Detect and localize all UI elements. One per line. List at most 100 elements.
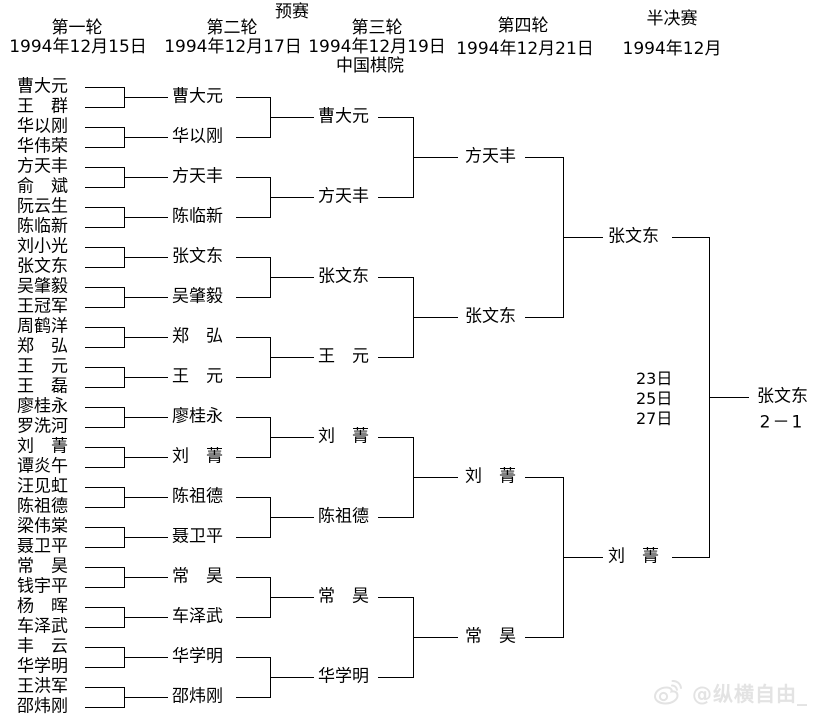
bracket-line [525,637,564,638]
bracket-line [672,557,710,558]
bracket-line [236,497,271,498]
bracket-line [124,257,168,258]
bracket-line [85,227,124,228]
bracket-line [378,677,414,678]
round4-date: 1994年12月21日 [456,39,594,59]
bracket-line [124,297,168,298]
bracket-line [378,197,414,198]
player-name: 廖桂永 [17,396,68,417]
bracket-line [236,697,271,698]
bracket-line [270,677,314,678]
bracket-line [85,527,124,528]
bracket-line [85,187,124,188]
bracket-line [236,617,271,618]
player-name: 车泽武 [172,606,223,627]
bracket-line [85,247,124,248]
player-name: 陈祖德 [172,486,223,507]
watermark-handle: @纵横自由_ [692,681,808,706]
bracket-line [709,397,749,398]
final-date-game3: 27日 [636,409,673,428]
player-name: 刘 菁 [17,436,68,457]
bracket-line [85,707,124,708]
bracket-line [85,307,124,308]
round3-date: 1994年12月19日 [308,37,446,57]
bracket-line [236,537,271,538]
bracket-line [236,217,271,218]
round2-header: 第二轮 [206,18,258,38]
player-name: 周鹤洋 [17,316,68,337]
player-name: 刘 菁 [608,546,659,567]
bracket-line [85,347,124,348]
bracket-line [124,497,168,498]
bracket-line [236,257,271,258]
player-name: 聂卫平 [17,536,68,557]
bracket-line [270,437,314,438]
player-name: 张文东 [17,256,68,277]
player-name: 谭炎午 [17,456,68,477]
bracket-line [563,237,603,238]
bracket-line [378,277,414,278]
bracket-line [85,387,124,388]
bracket-line [236,97,271,98]
bracket-line [525,157,564,158]
bracket-line [413,157,458,158]
bracket-line [236,457,271,458]
bracket-line [270,197,314,198]
bracket-line [85,567,124,568]
round1-date: 1994年12月15日 [9,37,147,57]
bracket-line [378,117,414,118]
bracket-line [236,137,271,138]
bracket-line [124,217,168,218]
semifinal-date: 1994年12月 [622,39,722,59]
bracket-line [85,327,124,328]
player-name: 陈临新 [17,216,68,237]
bracket-line [124,577,168,578]
final-date-game1: 23日 [636,369,673,388]
bracket-line [413,477,458,478]
player-name: 方天丰 [17,156,68,177]
bracket-line [236,657,271,658]
bracket-line [85,447,124,448]
player-name: 常 昊 [17,556,68,577]
bracket-line [124,657,168,658]
bracket-line [85,487,124,488]
bracket-line [85,287,124,288]
player-name: 曹大元 [17,76,68,97]
round1-header: 第一轮 [51,18,103,38]
bracket-line [378,597,414,598]
bracket-line [85,207,124,208]
player-name: 聂卫平 [172,526,223,547]
player-name: 郑 弘 [172,326,223,347]
bracket-line [85,107,124,108]
bracket-line [270,597,314,598]
bracket-line [85,547,124,548]
player-name: 阮云生 [17,196,68,217]
round2-date: 1994年12月17日 [164,37,302,57]
bracket-line [236,377,271,378]
bracket-line [413,317,458,318]
final-date-game2: 25日 [636,389,673,408]
player-name: 王 元 [17,356,68,377]
bracket-line [124,537,168,538]
bracket-line [85,267,124,268]
bracket-line [124,177,168,178]
player-name: 王 群 [17,96,68,117]
player-name: 华学明 [172,646,223,667]
player-name: 吴肇毅 [17,276,68,297]
player-name: 吴肇毅 [172,286,223,307]
player-name: 廖桂永 [172,406,223,427]
bracket-line [124,137,168,138]
player-name: 王冠军 [17,296,68,317]
player-name: 王洪军 [17,676,68,697]
player-name: 常 昊 [318,586,369,607]
player-name: 曹大元 [318,106,369,127]
player-name: 曹大元 [172,86,223,107]
player-name: 刘 菁 [318,426,369,447]
bracket-line [85,647,124,648]
player-name: 张文东 [318,266,369,287]
player-name: 汪见虹 [17,476,68,497]
bracket-line [85,627,124,628]
player-name: 罗洗河 [17,416,68,437]
player-name: 华学明 [318,666,369,687]
